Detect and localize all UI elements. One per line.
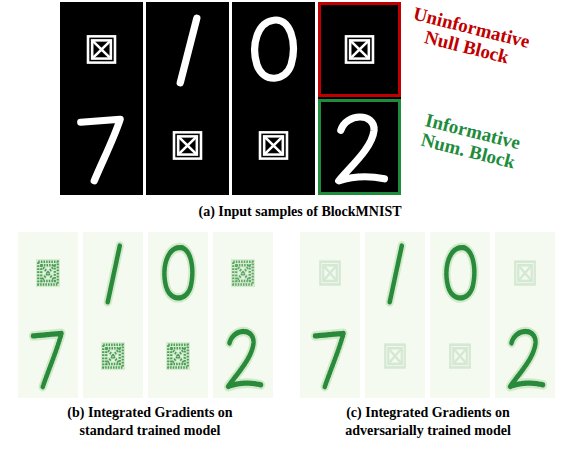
heatmap-glow (108, 246, 120, 302)
figure-caption: (a) Input samples of BlockMNIST (130, 203, 470, 221)
annotation-text: Uninformative Null Block (399, 2, 539, 73)
heatmap-panel (300, 232, 360, 398)
digit-one (180, 18, 197, 83)
heatmap-glow (168, 345, 188, 368)
null-attribution (103, 345, 123, 368)
digit-zero (255, 20, 294, 78)
highlight-box: Uninformative Null Block (318, 2, 401, 97)
heatmap-glow (233, 262, 253, 285)
figure-caption: (b) Integrated Gradients on standard tra… (42, 404, 258, 440)
heatmap-glow (510, 331, 543, 386)
null-attribution (233, 262, 253, 285)
digit-attribution (228, 331, 261, 386)
null-attribution (385, 345, 405, 368)
digit-attribution (108, 246, 120, 302)
heatmap-panel (495, 232, 555, 398)
mnist-panel (232, 2, 315, 195)
heatmap-glow (315, 333, 344, 386)
null-block-icon (174, 132, 201, 158)
digit-attribution (315, 333, 344, 386)
heatmap-glow (446, 248, 474, 298)
figure-caption: (c) Integrated Gradients on adversariall… (320, 404, 536, 440)
digit-attribution (164, 248, 192, 298)
null-attribution (38, 262, 58, 285)
heatmap-panel (213, 232, 273, 398)
digit-attribution (390, 246, 402, 302)
digit-two (339, 117, 385, 181)
null-attribution (515, 262, 535, 285)
heatmap-glow (228, 331, 261, 386)
heatmap-panel (18, 232, 78, 398)
null-block-icon (346, 36, 373, 62)
null-attribution (168, 345, 188, 368)
null-block-icon (260, 132, 287, 158)
null-attribution (450, 345, 470, 368)
heatmap-panel (365, 232, 425, 398)
highlight-box: Informative Num. Block (318, 99, 401, 195)
heatmap-glow (164, 248, 192, 298)
heatmap-glow (103, 345, 123, 368)
null-attribution (320, 262, 340, 285)
heatmap-glow (33, 333, 62, 386)
digit-attribution (510, 331, 543, 386)
annotation-text: Informative Num. Block (409, 108, 531, 175)
heatmap-glow (38, 262, 58, 285)
heatmap-panel (430, 232, 490, 398)
mnist-panel (318, 2, 401, 195)
null-block-icon (88, 36, 115, 62)
digit-attribution (446, 248, 474, 298)
mnist-panel (146, 2, 229, 195)
heatmap-panel (148, 232, 208, 398)
digit-attribution (33, 333, 62, 386)
mnist-panel (60, 2, 143, 195)
heatmap-panel (83, 232, 143, 398)
digit-seven (81, 119, 120, 181)
heatmap-glow (390, 246, 402, 302)
